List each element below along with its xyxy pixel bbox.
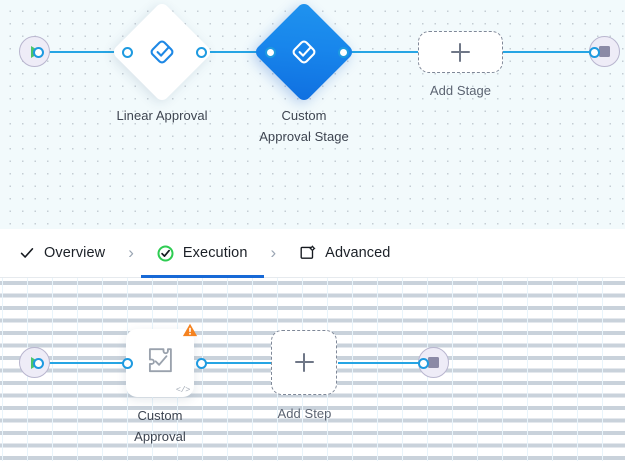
step-flow-canvas[interactable]: </> Custom Approval Add Step — [0, 278, 625, 461]
edge-add-step-to-end — [338, 362, 424, 364]
custom-approval-stage-input-port[interactable] — [265, 46, 276, 58]
edge-add-stage-to-end — [502, 51, 594, 53]
step-end-input-port[interactable] — [418, 357, 429, 369]
stage-end-node[interactable] — [589, 36, 620, 67]
tab-execution-label: Execution — [182, 245, 248, 261]
step-start-output-port[interactable] — [33, 357, 44, 369]
edge-start-to-linear-approval — [38, 51, 128, 53]
stage-node-custom-approval-stage[interactable] — [253, 1, 355, 103]
tab-separator-1: › — [128, 242, 134, 262]
step-label-custom-approval: Custom Approval — [134, 408, 186, 444]
custom-approval-stage-output-port[interactable] — [338, 46, 349, 58]
add-stage-button[interactable] — [418, 31, 503, 73]
add-stage-label: Add Stage — [429, 83, 492, 98]
config-window-icon — [299, 244, 316, 262]
stage-flow-canvas[interactable]: Linear Approval Custom Approval Stage Ad… — [0, 0, 625, 229]
code-snippet-icon[interactable]: </> — [175, 385, 191, 395]
tab-overview[interactable]: Overview — [17, 229, 107, 278]
tab-advanced[interactable]: Advanced — [297, 229, 392, 278]
stop-square-icon — [428, 357, 439, 368]
add-step-label: Add Step — [277, 406, 332, 421]
edge-start-to-custom-approval — [38, 362, 130, 364]
edge-linear-to-custom — [197, 51, 273, 53]
check-diamond-icon — [288, 36, 320, 68]
tab-separator-2: › — [270, 242, 277, 262]
stage-start-output-port[interactable] — [33, 46, 44, 58]
stage-label-linear-approval: Linear Approval — [116, 108, 208, 123]
stage-node-linear-approval[interactable] — [111, 1, 213, 103]
edge-custom-approval-to-add-step — [198, 362, 272, 364]
linear-approval-output-port[interactable] — [196, 46, 207, 58]
check-diamond-icon — [146, 36, 178, 68]
tab-overview-label: Overview — [44, 245, 106, 261]
step-node-custom-approval[interactable]: </> — [126, 323, 198, 397]
check-circle-icon — [157, 245, 174, 262]
stage-label-custom-approval-stage: Custom Approval Stage — [259, 108, 349, 144]
warning-triangle-icon[interactable] — [182, 322, 198, 343]
stop-square-icon — [599, 46, 610, 57]
plus-icon — [451, 42, 470, 62]
linear-approval-input-port[interactable] — [122, 46, 133, 58]
puzzle-check-icon — [145, 345, 176, 381]
step-detail-tab-bar: Overview › Execution › Advanced — [0, 229, 625, 278]
add-step-button[interactable] — [271, 330, 337, 395]
stage-end-input-port[interactable] — [589, 46, 600, 58]
plus-icon — [294, 353, 314, 372]
check-icon — [19, 245, 35, 261]
custom-approval-input-port[interactable] — [122, 357, 133, 369]
edge-custom-to-add-stage — [340, 51, 420, 53]
tab-execution[interactable]: Execution — [140, 229, 264, 278]
tab-advanced-label: Advanced — [325, 245, 391, 261]
custom-approval-output-port[interactable] — [196, 357, 207, 369]
